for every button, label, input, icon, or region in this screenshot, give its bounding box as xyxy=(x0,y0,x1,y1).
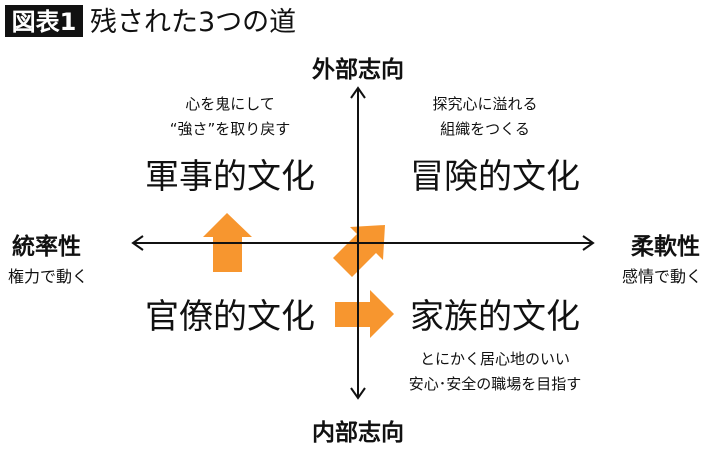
axis-sub-left: 権力で動く xyxy=(8,267,88,286)
note-top-right-1: 探究心に溢れる xyxy=(432,95,537,113)
right-arrow xyxy=(335,290,394,338)
note-top-right-2: 組織をつくる xyxy=(440,120,530,138)
axis-label-right: 柔軟性 xyxy=(631,233,700,260)
figure-title: 残された3つの道 xyxy=(90,7,296,38)
note-top-left-1: 心を鬼にして xyxy=(185,95,275,113)
quadrant-bureaucratic-culture: 官僚的文化 xyxy=(145,297,315,337)
vertical-axis xyxy=(350,86,366,400)
note-bottom-right-2: 安心･安全の職場を目指す xyxy=(409,375,582,393)
axis-label-top: 外部志向 xyxy=(312,56,404,83)
axis-label-bottom: 内部志向 xyxy=(312,419,404,446)
axis-label-left: 統率性 xyxy=(12,233,81,260)
quadrant-military-culture: 軍事的文化 xyxy=(145,157,315,197)
axis-sub-right: 感情で動く xyxy=(622,267,702,286)
note-top-left-2: “強さ”を取り戻す xyxy=(170,120,291,138)
figure-badge: 図表1 xyxy=(12,8,77,36)
quadrant-adventure-culture: 冒険的文化 xyxy=(410,157,580,197)
note-bottom-right-1: とにかく居心地のいい xyxy=(420,350,570,368)
figure-badge-bg xyxy=(5,5,83,37)
quadrant-family-culture: 家族的文化 xyxy=(410,297,580,337)
horizontal-axis xyxy=(131,235,595,251)
